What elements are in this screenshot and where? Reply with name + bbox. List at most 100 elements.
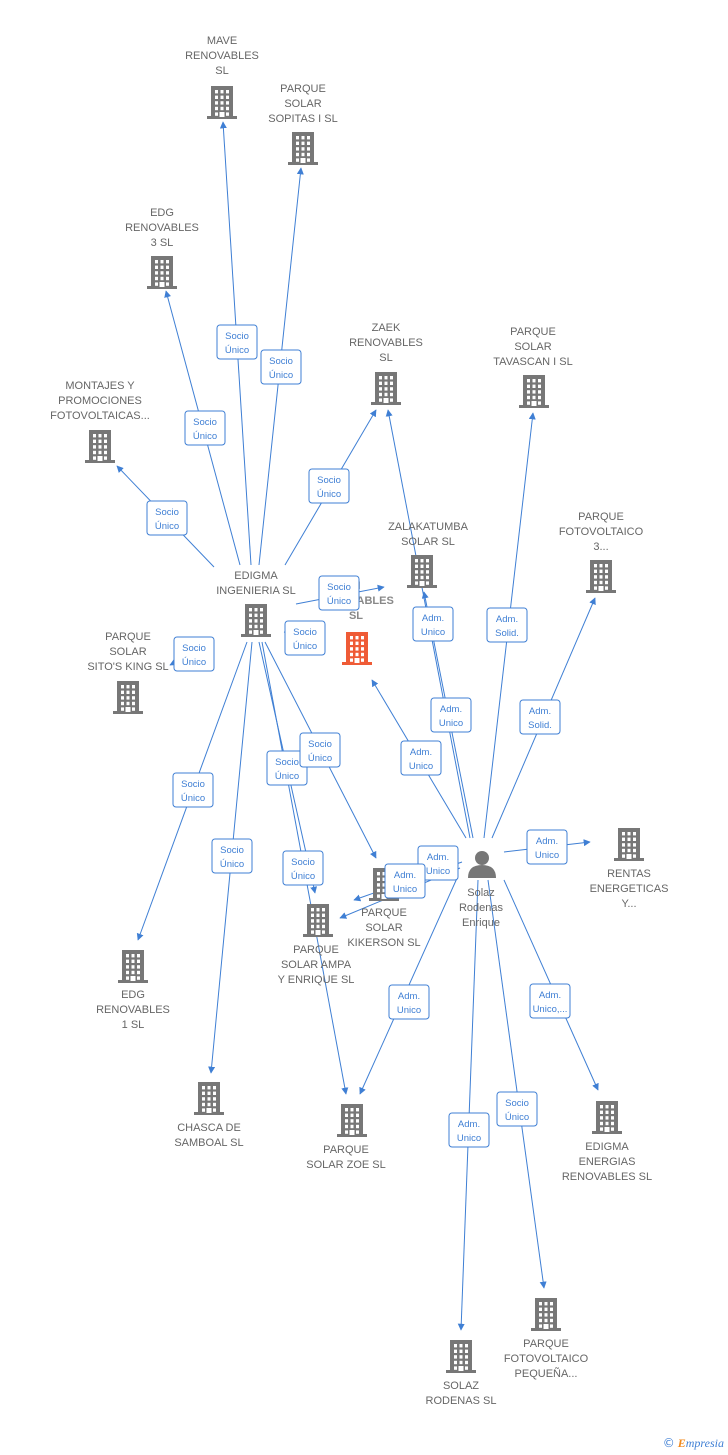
edge-label-line: Socio (317, 475, 341, 486)
node-label: ENERGETICAS (590, 883, 669, 895)
node-label: 3 SL (151, 237, 174, 249)
edge-label-line: Solid. (528, 720, 552, 731)
node-label: SOLAR AMPA (281, 959, 352, 971)
node-label: SL (215, 65, 228, 77)
edge-label-box (430, 697, 472, 733)
node-label: INGENIERIA SL (216, 585, 295, 597)
node-label: PROMOCIONES (58, 395, 142, 407)
node-label: EDG (121, 989, 145, 1001)
edge-label-solaz-to-focus[interactable]: Adm.Unico (400, 740, 442, 776)
node-label: Enrique (462, 917, 500, 929)
edge-label-solaz-to-fotovoltaico3[interactable]: Adm.Solid. (519, 699, 561, 735)
empresia-footer: ©Empresia (663, 1436, 724, 1451)
edge-label-solaz-to-ampa[interactable]: Adm.Unico (384, 863, 426, 899)
building-icon (147, 256, 177, 289)
edge-label-box (400, 740, 442, 776)
edge-label-solaz-to-zalakatumba[interactable]: Adm.Unico (412, 606, 454, 642)
node-label: SL (349, 610, 363, 622)
edge-label-line: Único (327, 596, 351, 607)
edge-label-line: Socio (275, 757, 299, 768)
edge-label-box (529, 983, 571, 1019)
edge-label-line: Unico (421, 627, 445, 638)
edge-label-solaz-to-zoe[interactable]: Adm.Unico (388, 984, 430, 1020)
edge-label-box (486, 607, 528, 643)
brand-name: mpresia (685, 1436, 724, 1450)
edge-label-line: Adm. (440, 704, 462, 715)
building-icon (371, 372, 401, 405)
edge-label-solaz-to-zaek[interactable]: Adm.Unico (430, 697, 472, 733)
node-rentas[interactable]: RENTASENERGETICASY... (590, 828, 669, 910)
edge-label-box (318, 575, 360, 611)
edge-label-box (173, 636, 215, 672)
node-edg1[interactable]: EDG RENOVABLES 1 SL (96, 950, 170, 1031)
node-label: Rodenas (459, 902, 504, 914)
edge-label-line: Socio (308, 739, 332, 750)
node-label: SOLAR SL (401, 536, 455, 548)
edge-label-line: Socio (181, 779, 205, 790)
edge-label-line: Socio (269, 356, 293, 367)
edge-label-box (282, 850, 324, 886)
edge-label-solaz-to-tavascan[interactable]: Adm.Solid. (486, 607, 528, 643)
edge-label-solaz-to-rentas[interactable]: Adm.Unico (526, 829, 568, 865)
node-label: PARQUE (293, 944, 339, 956)
edge-label-box (284, 620, 326, 656)
node-fotovoltaico3[interactable]: PARQUEFOTOVOLTAICO3... (559, 511, 644, 593)
edge-label-line: Adm. (410, 747, 432, 758)
edge-solaz-to-pequena (487, 879, 547, 1289)
node-label: ZAEK (372, 322, 401, 334)
edge-label-solaz-to-solaz_sl[interactable]: Adm.Unico (448, 1112, 490, 1148)
edge-label-line: Unico,... (533, 1004, 568, 1015)
copyright-symbol: © (662, 1436, 675, 1450)
node-label: EDIGMA (234, 570, 278, 582)
node-label: PEQUEÑA... (515, 1367, 578, 1380)
edge-label-line: Socio (220, 845, 244, 856)
edge-label-solaz-to-edigma_ene[interactable]: Adm.Unico,... (529, 983, 571, 1019)
building-icon (342, 632, 372, 665)
edge-label-line: Único (269, 370, 293, 381)
node-edigma_ing[interactable]: EDIGMA INGENIERIA SL (216, 570, 296, 637)
edge-label-box (496, 1091, 538, 1127)
building-icon (288, 132, 318, 165)
person-icon (468, 851, 496, 878)
node-label: SOLAR (284, 98, 321, 110)
node-label: SOLAR (514, 341, 551, 353)
node-label: PARQUE (105, 631, 151, 643)
edge-label-solaz-to-kikerson[interactable]: Adm.Unico (417, 845, 459, 881)
building-icon (337, 1104, 367, 1137)
node-montajes[interactable]: MONTAJES YPROMOCIONESFOTOVOLTAICAS... (50, 380, 150, 463)
edge-label-line: Unico (393, 884, 417, 895)
edge-label-box (519, 699, 561, 735)
edge-label-line: Único (220, 859, 244, 870)
node-label: RENOVABLES (96, 1004, 170, 1016)
node-label: 1 SL (122, 1019, 145, 1031)
edge-label-line: Adm. (458, 1119, 480, 1130)
node-pequena[interactable]: PARQUEFOTOVOLTAICOPEQUEÑA... (504, 1298, 589, 1380)
